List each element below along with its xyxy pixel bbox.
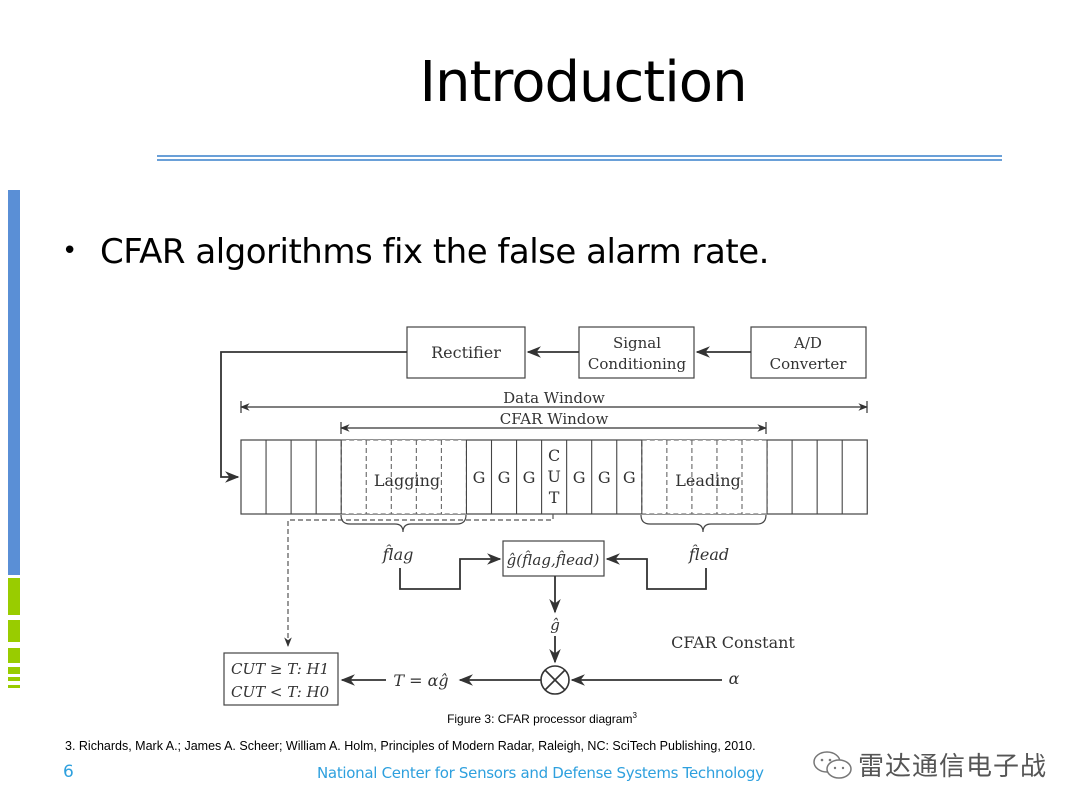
lagging-label: Lagging [374,471,440,490]
data-cell [266,440,291,514]
sidebar-accent-bar-green-5 [8,677,20,681]
bullet-text: CFAR algorithms fix the false alarm rate… [100,232,769,272]
cut-cell-label: T [549,488,560,507]
cut-cell-label: C [548,446,560,465]
guard-cell-label: G [523,468,536,487]
sidebar-accent-bar-green-1 [8,578,20,615]
ad-converter-label-1: A/D [793,334,822,352]
guard-cell-label: G [598,468,611,487]
leading-label: Leading [675,471,741,490]
watermark-text: 雷达通信电子战 [858,752,1048,782]
data-cell [291,440,316,514]
alpha-label: α [729,669,740,688]
guard-cell-label: G [498,468,511,487]
threshold-label: T = αĝ [393,671,448,690]
guard-cell-label: G [473,468,486,487]
cfar-constant-label: CFAR Constant [671,633,795,652]
rectifier-label: Rectifier [431,343,501,362]
g-function-block: ĝ(f̂lag,f̂lead) [502,540,605,577]
ad-converter-label-2: Converter [770,355,848,373]
title-divider-top [157,155,1002,157]
decision-h1-label: CUT ≥ T: H1 [231,660,329,678]
f-lag-label: f̂lag [382,545,414,564]
signal-conditioning-block: Signal Conditioning [578,326,695,379]
g-hat-label: ĝ [550,616,560,634]
leading-cell [742,440,767,514]
data-cell [316,440,341,514]
title-divider-bottom [157,159,1002,161]
reference-citation: 3. Richards, Mark A.; James A. Scheer; W… [65,739,756,753]
wechat-icon [813,750,852,779]
data-cell [842,440,867,514]
data-window-label: Data Window [503,389,605,407]
footer-organization: National Center for Sensors and Defense … [317,764,764,782]
lagging-brace [340,514,467,533]
lagging-cell [441,440,466,514]
sidebar-accent-bar-blue [8,190,20,575]
f-lead-to-g-arrow [605,553,707,590]
data-cell [767,440,792,514]
data-cell [792,440,817,514]
rectifier-block: Rectifier [406,326,526,379]
data-cell [817,440,842,514]
sidebar-accent-bar-green-2 [8,620,20,642]
bullet-marker: • [62,236,77,266]
sidebar-accent-bar-green-4 [8,667,20,674]
sidebar-accent-bar-green-3 [8,648,20,663]
multiply-circle-icon [540,665,570,695]
cut-cell-label: U [547,467,560,486]
leading-cell [642,440,667,514]
page-number: 6 [63,762,74,782]
guard-cell-label: G [623,468,636,487]
sidebar-accent-bar-green-6 [8,685,20,688]
guard-cell-label: G [573,468,586,487]
f-lag-to-g-arrow [399,553,502,590]
g-function-label: ĝ(f̂lag,f̂lead) [507,551,600,569]
lagging-cell [341,440,366,514]
cfar-window-label: CFAR Window [500,410,609,428]
lagging-window [340,439,468,515]
decision-h0-label: CUT < T: H0 [231,683,330,701]
cut-to-decision-dashed-arrow [284,514,554,647]
caption-footnote-mark: 3 [632,711,637,720]
watermark: 雷达通信电子战 [812,746,1047,783]
signal-conditioning-label-1: Signal [613,334,661,352]
ad-converter-block: A/D Converter [750,326,867,379]
bullet-item: • CFAR algorithms fix the false alarm rat… [62,232,769,272]
signal-conditioning-label-2: Conditioning [588,355,687,373]
rectifier-to-data-arrow [220,351,407,483]
decision-block: CUT ≥ T: H1 CUT < T: H0 [223,652,339,706]
data-cell [241,440,266,514]
caption-text: Figure 3: CFAR processor diagram [447,712,633,726]
leading-brace [640,514,767,533]
f-lead-label: f̂lead [688,545,729,564]
figure-caption: Figure 3: CFAR processor diagram3 [0,711,1080,726]
slide-title: Introduction [419,50,747,115]
